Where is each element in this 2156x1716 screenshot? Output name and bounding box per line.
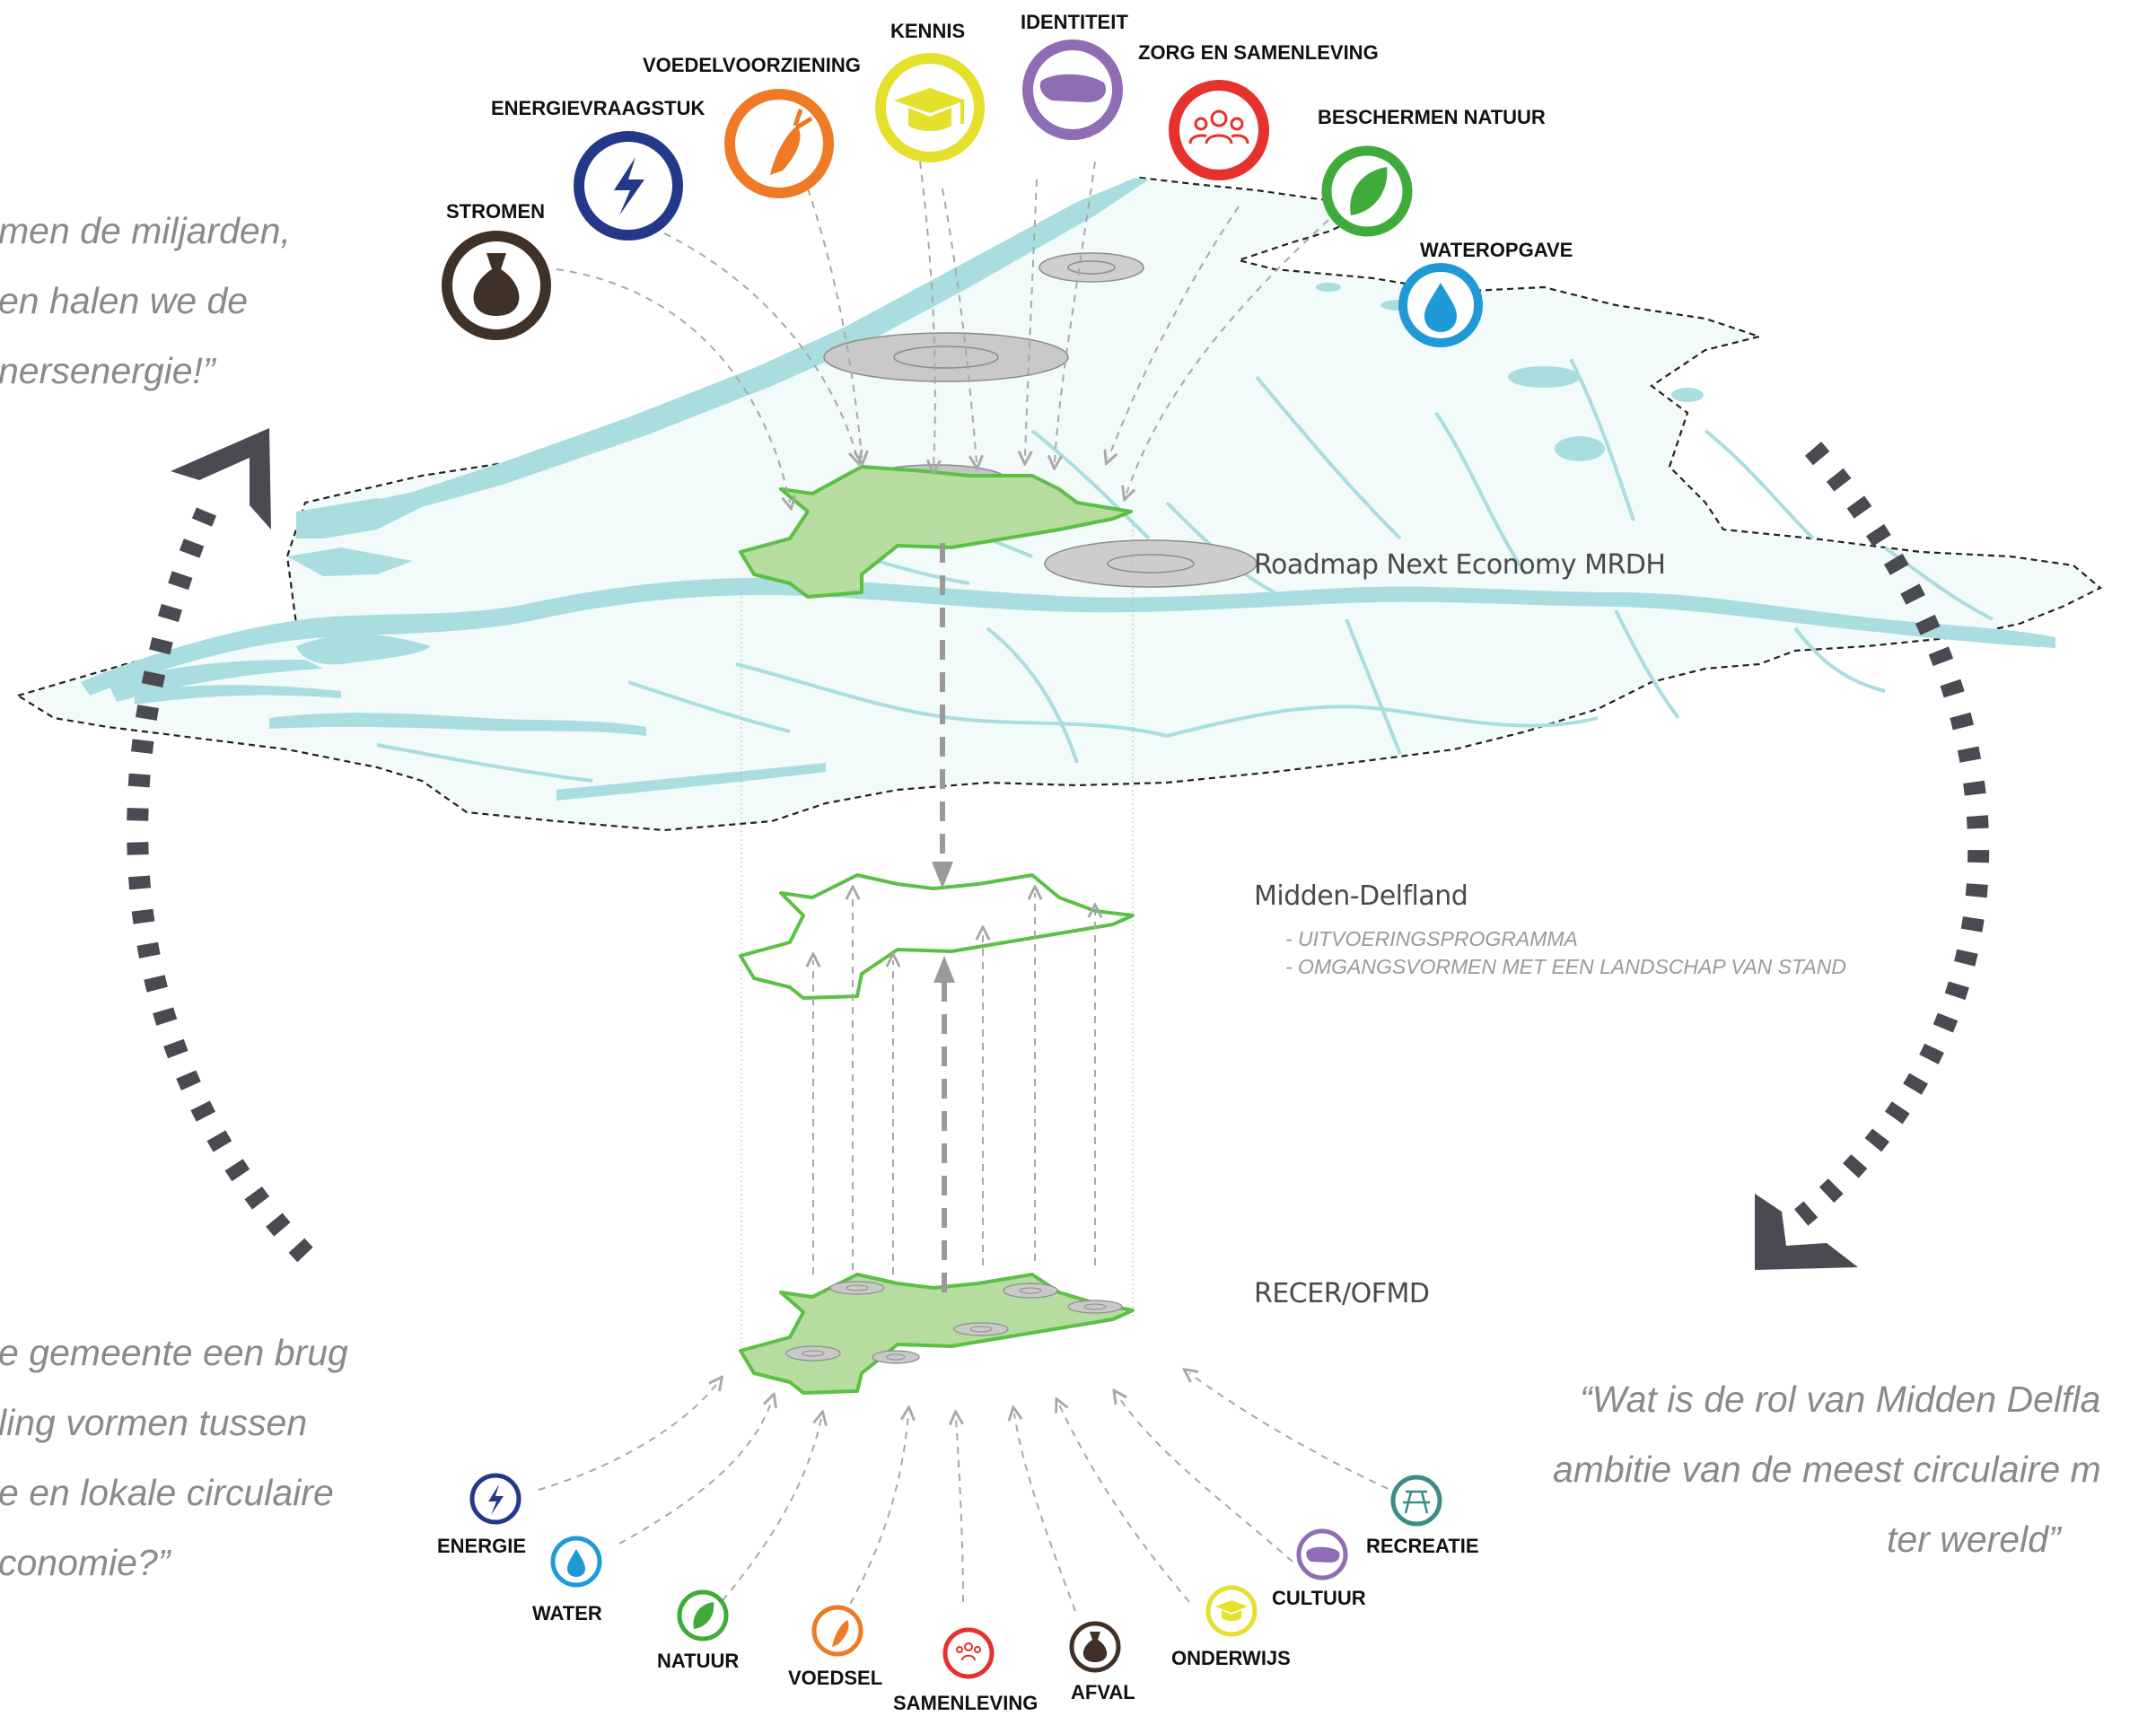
- quote-line: nersenergie!”: [0, 350, 215, 391]
- midden-delfland-on-map: [739, 465, 1133, 599]
- water-drop-icon: [567, 1549, 585, 1577]
- bag-icon: [1082, 1632, 1108, 1662]
- quote-line: e gemeente een brug: [0, 1332, 348, 1373]
- theme-beschermen-natuur: [1321, 145, 1413, 237]
- label-energievraagstuk: ENERGIEVRAAGSTUK: [491, 97, 705, 119]
- theme-voedelvoorziening: [724, 89, 834, 198]
- quote-line: ambitie van de meest circulaire m: [1553, 1449, 2101, 1490]
- quote-bottom-right: “Wat is de rol van Midden Delfla ambitie…: [1553, 1364, 2156, 1574]
- theme-water: [550, 1536, 602, 1588]
- right-cycle-arrow: [1755, 442, 1990, 1270]
- label-voedsel: VOEDSEL: [788, 1667, 882, 1689]
- people-icon: [1188, 109, 1249, 144]
- theme-cultuur: [1296, 1528, 1348, 1580]
- label-samenleving: SAMENLEVING: [893, 1692, 1038, 1714]
- theme-energie: [469, 1473, 521, 1525]
- theme-zorg-en-samenleving: [1169, 80, 1269, 180]
- quote-top-left: men de miljarden, en halen we de nersene…: [0, 196, 291, 406]
- top-theme-arrows: [556, 161, 1329, 503]
- label-energie: ENERGIE: [437, 1535, 526, 1557]
- bottom-theme-labels: ENERGIE WATER NATUUR VOEDSEL SAMENLEVING…: [437, 1535, 1479, 1714]
- lightning-icon: [614, 157, 644, 215]
- quote-line: “Wat is de rol van Midden Delfla: [1580, 1379, 2101, 1420]
- people-icon: [956, 1642, 981, 1661]
- graduation-cap-icon: [894, 88, 966, 131]
- theme-voedsel: [811, 1605, 863, 1657]
- main-flow-arrows: [932, 543, 955, 1292]
- label-recreatie: RECREATIE: [1366, 1535, 1479, 1557]
- clog-icon: [1039, 74, 1106, 102]
- theme-onderwijs: [1205, 1585, 1258, 1637]
- label-water: WATER: [532, 1602, 602, 1624]
- quote-line: e en lokale circulaire: [0, 1472, 334, 1513]
- carrot-icon: [832, 1620, 849, 1647]
- carrot-icon: [770, 109, 813, 175]
- label-beschermen-natuur: BESCHERMEN NATUUR: [1318, 106, 1546, 128]
- theme-kennis: [875, 53, 985, 162]
- quote-line: ter wereld”: [1887, 1519, 2061, 1560]
- label-zorg-en-samenleving: ZORG EN SAMENLEVING: [1138, 41, 1379, 64]
- theme-stromen: [442, 231, 551, 340]
- top-theme-labels: STROMEN ENERGIEVRAAGSTUK VOEDELVOORZIENI…: [446, 11, 1573, 261]
- left-cycle-arrow: [127, 428, 313, 1263]
- theme-identiteit: [1022, 39, 1123, 140]
- label-afval: AFVAL: [1071, 1681, 1135, 1703]
- label-cultuur: CULTUUR: [1272, 1587, 1366, 1609]
- leaf-icon: [1350, 167, 1388, 215]
- projection-guides: [741, 521, 1134, 1355]
- level-label-roadmap: Roadmap Next Economy MRDH: [1254, 549, 1666, 581]
- md-item-2: - OMGANGSVORMEN MET EEN LANDSCHAP VAN ST…: [1285, 955, 1846, 978]
- quote-line: ling vormen tussen: [0, 1402, 308, 1443]
- upward-arrows: [813, 893, 1095, 1274]
- bottom-theme-arrows: [538, 1373, 1401, 1616]
- label-voedelvoorziening: VOEDELVOORZIENING: [643, 54, 861, 76]
- label-identiteit: IDENTITEIT: [1021, 11, 1128, 33]
- leaf-icon: [693, 1602, 714, 1629]
- quote-line: men de miljarden,: [0, 210, 291, 251]
- clog-icon: [1306, 1546, 1340, 1563]
- bag-icon: [473, 253, 520, 316]
- recer-region: [739, 1273, 1135, 1395]
- theme-samenleving: [942, 1627, 995, 1679]
- label-onderwijs: ONDERWIJS: [1171, 1647, 1291, 1669]
- waterways: [81, 178, 2055, 801]
- theme-natuur: [677, 1589, 729, 1642]
- theme-wateropgave: [1398, 263, 1483, 347]
- md-item-1: - UITVOERINGSPROGRAMMA: [1285, 927, 1578, 950]
- top-themes: [442, 39, 1483, 347]
- theme-recreatie: [1390, 1475, 1442, 1527]
- quote-bottom-left: e gemeente een brug ling vormen tussen e…: [0, 1318, 348, 1598]
- label-natuur: NATUUR: [657, 1650, 739, 1672]
- graduation-cap-icon: [1215, 1600, 1248, 1621]
- bottom-themes: [469, 1473, 1442, 1679]
- midden-delfland-outline: [739, 873, 1135, 1000]
- label-wateropgave: WATEROPGAVE: [1420, 239, 1573, 261]
- theme-energievraagstuk: [574, 131, 683, 241]
- theme-afval: [1069, 1621, 1121, 1673]
- label-stromen: STROMEN: [446, 200, 545, 223]
- picnic-table-icon: [1403, 1490, 1430, 1514]
- quote-line: conomie?”: [0, 1542, 171, 1583]
- water-drop-icon: [1424, 283, 1457, 332]
- lightning-icon: [488, 1484, 504, 1515]
- quote-line: en halen we de: [0, 280, 249, 321]
- label-kennis: KENNIS: [890, 20, 965, 42]
- level-label-midden-delfland: Midden-Delfland: [1254, 880, 1468, 912]
- level-label-recer: RECER/OFMD: [1254, 1278, 1430, 1309]
